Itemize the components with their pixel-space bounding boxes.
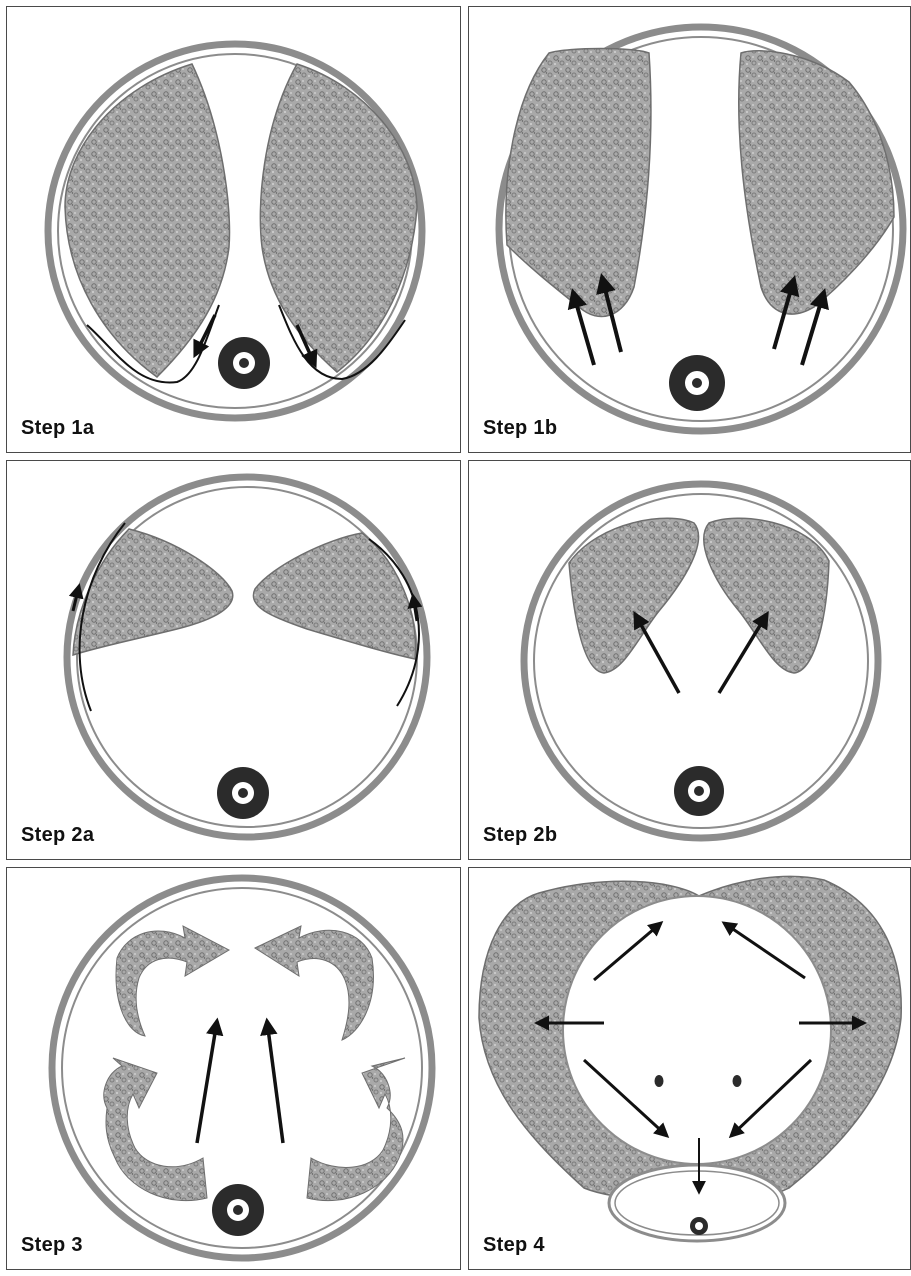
- small-target-inner: [695, 1222, 703, 1230]
- step-label: Step 4: [483, 1234, 545, 1257]
- panel-step-1b: Step 1b: [468, 6, 911, 453]
- step-label: Step 1b: [483, 417, 557, 440]
- left-tissue-flap: [569, 518, 699, 673]
- panel-step-4: Step 4: [468, 867, 911, 1270]
- diagram-step-2b: [469, 461, 911, 861]
- panel-step-2b: Step 2b: [468, 460, 911, 860]
- left-dot: [655, 1075, 664, 1087]
- left-tissue-flap: [73, 529, 233, 655]
- curved-arrow-top-right: [255, 926, 373, 1040]
- right-tissue-flap: [739, 51, 894, 314]
- target-center: [694, 786, 704, 796]
- panel-step-1a: Step 1a: [6, 6, 461, 453]
- central-cavity: [563, 896, 831, 1164]
- right-straight-arrow: [267, 1021, 283, 1143]
- panel-step-2a: Step 2a: [6, 460, 461, 860]
- target-center: [692, 378, 702, 388]
- curved-arrow-bottom-left: [104, 1058, 207, 1201]
- diagram-step-1a: [7, 7, 462, 454]
- right-arrow: [719, 614, 767, 693]
- diagram-step-3: [7, 868, 462, 1271]
- panel-step-3: Step 3: [6, 867, 461, 1270]
- left-arrow: [635, 614, 679, 693]
- left-tissue-flap: [506, 49, 651, 317]
- step-label: Step 3: [21, 1234, 83, 1257]
- step-label: Step 2b: [483, 824, 557, 847]
- step-label: Step 1a: [21, 417, 94, 440]
- left-straight-arrow: [197, 1021, 217, 1143]
- curved-arrow-bottom-right: [307, 1058, 405, 1201]
- target-center: [238, 788, 248, 798]
- curved-arrow-top-left: [116, 926, 229, 1036]
- step-label: Step 2a: [21, 824, 94, 847]
- right-tissue-flap: [704, 518, 829, 673]
- diagram-step-1b: [469, 7, 911, 454]
- right-dot: [733, 1075, 742, 1087]
- diagram-step-4: [469, 868, 911, 1271]
- target-center: [233, 1205, 243, 1215]
- diagram-step-2a: [7, 461, 462, 861]
- target-center: [239, 358, 249, 368]
